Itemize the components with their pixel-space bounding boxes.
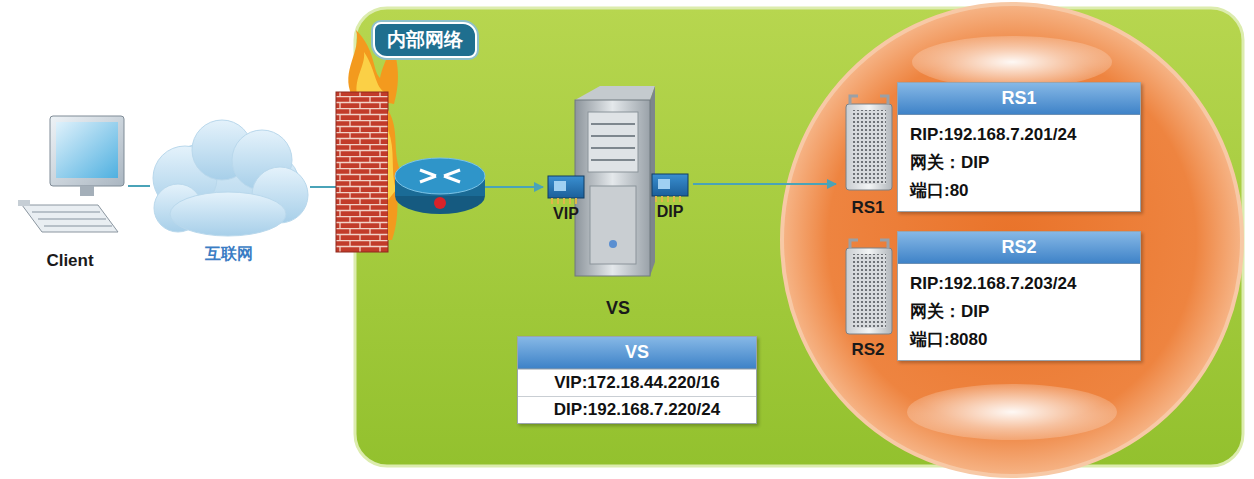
icon-label: Client: [46, 251, 93, 271]
client-computer: [18, 116, 124, 232]
vs-server: [548, 86, 688, 276]
panel-header: VS: [518, 337, 756, 369]
server-label: RS2: [851, 340, 884, 360]
internet-cloud: [153, 120, 308, 236]
vs-info-box: VS VIP:172.18.44.220/16DIP:192.168.7.220/…: [517, 336, 757, 432]
vs-server-node: VIP DIP VS: [543, 84, 693, 320]
panel-row: 端口:80: [898, 177, 1140, 211]
network-region: VIP DIP VS VS VIP:172.18.44.220/16DIP:192.16…: [355, 8, 1243, 466]
header-text: RS2: [1001, 237, 1036, 257]
icon-label: 互联网: [205, 244, 253, 265]
panel-row: DIP:192.168.7.220/24: [518, 396, 756, 423]
rs1-server: [846, 96, 892, 190]
router: [395, 158, 485, 214]
rs-cluster-circle: [782, 4, 1242, 476]
row-text: 端口:8080: [910, 330, 987, 349]
header-text: RS1: [1001, 88, 1036, 108]
panel-row: RIP:192.168.7.201/24: [898, 115, 1140, 149]
panel-row: RIP:192.168.7.203/24: [898, 264, 1140, 298]
row-text: VIP:172.18.44.220/16: [554, 373, 719, 392]
dip-nic-card: [652, 174, 688, 202]
icon-label: VIP: [553, 205, 579, 223]
firewall: [336, 30, 400, 252]
header-text: VS: [625, 342, 649, 362]
panel-header: RS1: [898, 83, 1140, 115]
panel-row: VIP:172.18.44.220/16: [518, 369, 756, 396]
client-node: Client: [16, 108, 128, 278]
region-tag: 内部网络: [373, 22, 477, 58]
network-link: [128, 185, 150, 187]
internet-node: 互联网: [150, 118, 310, 268]
row-text: RIP:192.168.7.201/24: [910, 125, 1076, 144]
vip-nic-card: [548, 176, 584, 204]
row-text: DIP:192.168.7.220/24: [554, 400, 720, 419]
rs2-node: RS2RIP:192.168.7.203/24网关：DIP端口:8080RS2: [836, 229, 1142, 369]
rs2-server: [846, 240, 892, 334]
icon-label: DIP: [657, 203, 684, 221]
info-panel: VS VIP:172.18.44.220/16DIP:192.168.7.220/…: [517, 336, 757, 424]
rs1-node: RS1RIP:192.168.7.201/24网关：DIP端口:80RS1: [836, 80, 1142, 222]
network-link: [693, 183, 836, 185]
row-text: 网关：DIP: [910, 153, 989, 172]
icon-label: VS: [606, 298, 630, 319]
panel-row: 端口:8080: [898, 326, 1140, 360]
info-panel: RS2RIP:192.168.7.203/24 网关：DIP 端口:8080: [897, 231, 1141, 361]
info-panel: RS1RIP:192.168.7.201/24 网关：DIP 端口:80: [897, 82, 1141, 212]
row-text: 网关：DIP: [910, 302, 989, 321]
row-text: 端口:80: [910, 181, 969, 200]
panel-header: RS2: [898, 232, 1140, 264]
server-label: RS1: [851, 198, 884, 218]
row-text: RIP:192.168.7.203/24: [910, 274, 1076, 293]
panel-row: 网关：DIP: [898, 149, 1140, 177]
panel-row: 网关：DIP: [898, 298, 1140, 326]
